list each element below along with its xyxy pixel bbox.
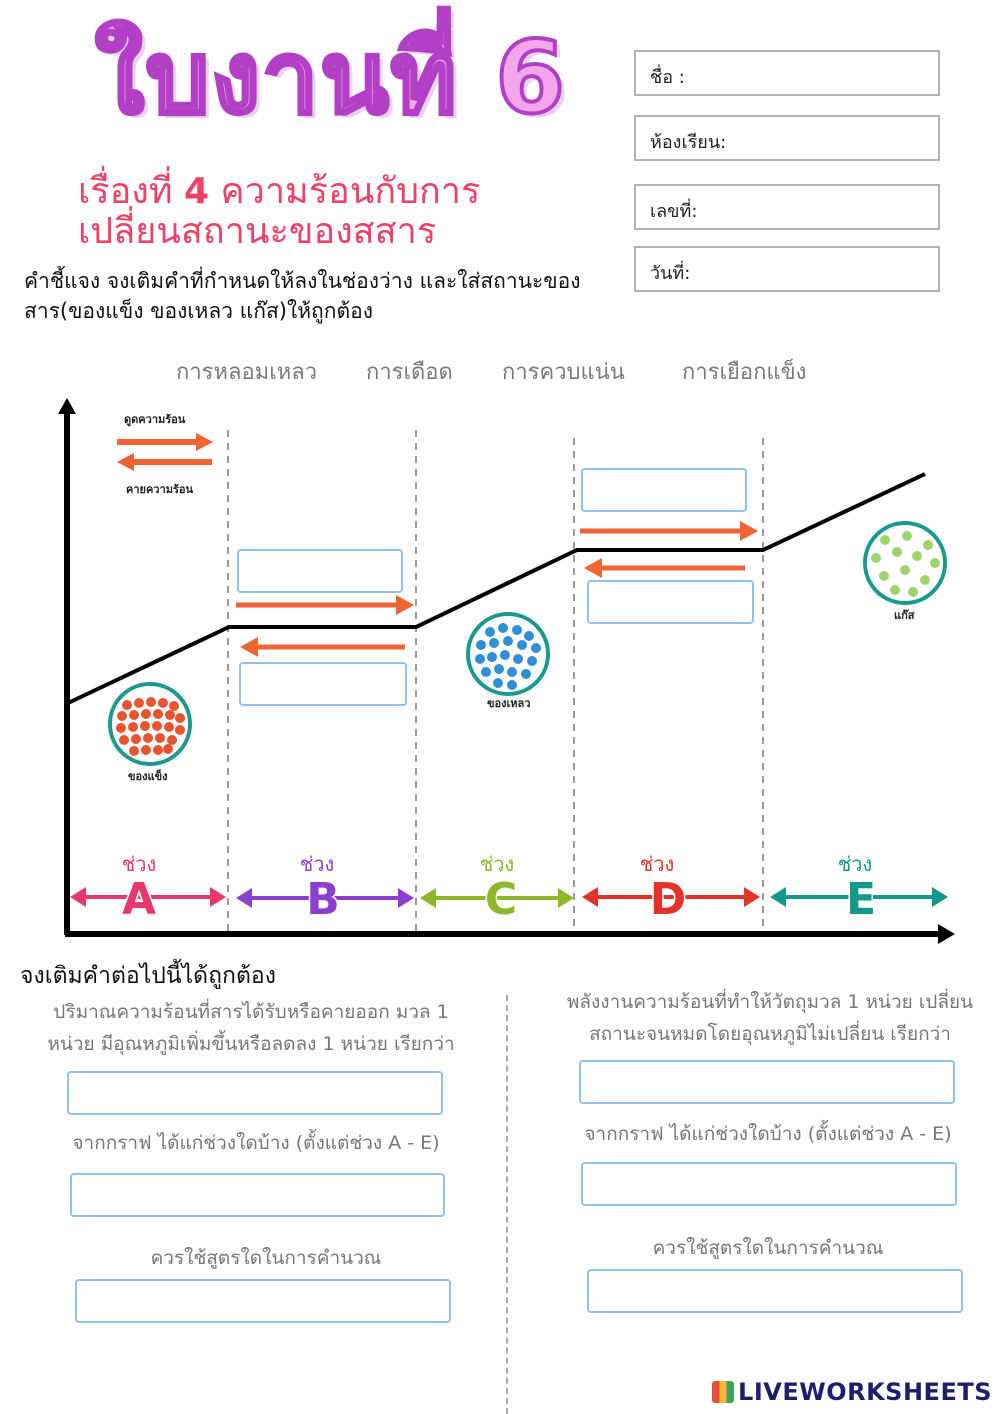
right-question-3: ควรใช้สูตรใดในการคำนวณ (652, 1237, 884, 1259)
segment-d-arrows (580, 521, 758, 578)
segment-a-letter: A (122, 874, 156, 925)
solid-label: ของแข็ง (128, 770, 168, 783)
classroom-field[interactable]: ห้องเรียน: (634, 115, 940, 161)
left-question-1: ปริมาณความร้อนที่สารได้รับหรือคายออก มวล… (26, 996, 476, 1060)
answer-box-b-top[interactable] (237, 549, 403, 593)
segment-d-range (582, 887, 760, 907)
y-axis-arrowhead (58, 398, 76, 414)
segment-b-word: ช่วง (300, 852, 335, 876)
word-bank-item: การเยือกแข็ง (682, 360, 807, 385)
answer-box-d-bottom[interactable] (587, 580, 754, 624)
heating-curve-line (67, 472, 926, 705)
date-field[interactable]: วันที่: (634, 246, 940, 292)
number-field[interactable]: เลขที่: (634, 184, 940, 230)
right-question-1: พลังงานความร้อนที่ทำให้วัตถุมวล 1 หน่วย … (540, 986, 1000, 1050)
name-label: ชื่อ : (650, 67, 685, 88)
legend-absorb-label: ดูดความร้อน (124, 413, 186, 426)
left-q1-line2: หน่วย มีอุณหภูมิเพิ่มขึ้นหรือลดลง 1 หน่ว… (47, 1033, 455, 1055)
section2-heading: จงเติมคำต่อไปนี้ได้ถูกต้อง (20, 963, 276, 989)
column-divider (506, 995, 508, 1414)
word-bank-item: การควบแน่น (502, 360, 625, 385)
gas-particles-icon (863, 521, 947, 605)
x-axis-arrowhead (938, 924, 955, 944)
left-q1-line1: ปริมาณความร้อนที่สารได้รับหรือคายออก มวล… (53, 1001, 449, 1023)
instructions: คำชี้แจง จงเติมคำที่กำหนดให้ลงในช่องว่าง… (24, 266, 644, 326)
word-bank-item: การเดือด (366, 360, 453, 385)
segment-e-range (770, 887, 948, 907)
segment-b-letter: B (306, 874, 340, 925)
instructions-line2: สาร(ของแข็ง ของเหลว แก๊ส)ให้ถูกต้อง (24, 299, 373, 323)
left-answer-2[interactable] (70, 1173, 445, 1217)
logo-text: LIVEWORKSHEETS (738, 1378, 992, 1406)
left-question-3: ควรใช้สูตรใดในการคำนวณ (150, 1247, 382, 1269)
segment-c-word: ช่วง (480, 852, 515, 876)
number-label: เลขที่: (650, 201, 698, 222)
answer-box-b-bottom[interactable] (239, 662, 407, 706)
segment-b-arrows (236, 595, 414, 657)
logo-icon (712, 1381, 735, 1403)
worksheet-subtitle: เรื่องที่ 4 ความร้อนกับการ เปลี่ยนสถานะข… (78, 172, 598, 252)
right-q1-line2: สถานะจนหมดโดยอุณหภูมิไม่เปลี่ยน เรียกว่า (589, 1023, 951, 1045)
left-answer-1[interactable] (67, 1071, 443, 1115)
segment-a-word: ช่วง (122, 852, 157, 876)
classroom-label: ห้องเรียน: (650, 132, 727, 153)
answer-box-d-top[interactable] (581, 468, 747, 512)
heating-curve-graph: ช่วง A ช่วง B ช่วง C ช่วง D ช่วง E (58, 398, 955, 944)
segment-c-range (420, 888, 574, 908)
right-answer-2[interactable] (581, 1162, 957, 1206)
left-question-2: จากกราฟ ได้แก่ช่วงใดบ้าง (ตั้งแต่ช่วง A … (72, 1132, 440, 1154)
name-field[interactable]: ชื่อ : (634, 50, 940, 96)
right-q1-line1: พลังงานความร้อนที่ทำให้วัตถุมวล 1 หน่วย … (566, 991, 974, 1013)
subtitle-prefix: เรื่องที่ (78, 171, 185, 212)
segment-d-word: ช่วง (640, 852, 675, 876)
date-label: วันที่: (650, 263, 691, 284)
right-answer-3[interactable] (587, 1269, 963, 1313)
liquid-particles-icon (466, 612, 550, 696)
instructions-line1: คำชี้แจง จงเติมคำที่กำหนดให้ลงในช่องว่าง… (24, 269, 581, 293)
segment-a-range (70, 887, 226, 907)
gas-label: แก๊ส (894, 609, 915, 622)
subtitle-line2: เปลี่ยนสถานะของสสาร (78, 211, 437, 252)
right-question-2: จากกราฟ ได้แก่ช่วงใดบ้าง (ตั้งแต่ช่วง A … (584, 1123, 952, 1145)
solid-particles-icon (108, 682, 192, 766)
legend-release-label: คายความร้อน (126, 483, 193, 496)
segment-d-letter: D (650, 874, 687, 925)
worksheet-title: ใบงานที่ 6 (93, 19, 567, 136)
segment-b-range (236, 888, 414, 908)
liveworksheets-logo: LIVEWORKSHEETS (712, 1378, 992, 1406)
segment-c-letter: C (485, 874, 517, 925)
word-bank-item: การหลอมเหลว (176, 360, 318, 385)
segment-e-word: ช่วง (838, 852, 873, 876)
subtitle-number: 4 (184, 171, 210, 212)
segment-dividers (227, 430, 764, 932)
segment-e-letter: E (846, 874, 876, 925)
liquid-label: ของเหลว (487, 697, 531, 710)
right-answer-1[interactable] (579, 1060, 955, 1104)
left-answer-3[interactable] (75, 1279, 451, 1323)
subtitle-line1-rest: ความร้อนกับการ (209, 171, 481, 212)
legend-arrows (117, 433, 213, 471)
